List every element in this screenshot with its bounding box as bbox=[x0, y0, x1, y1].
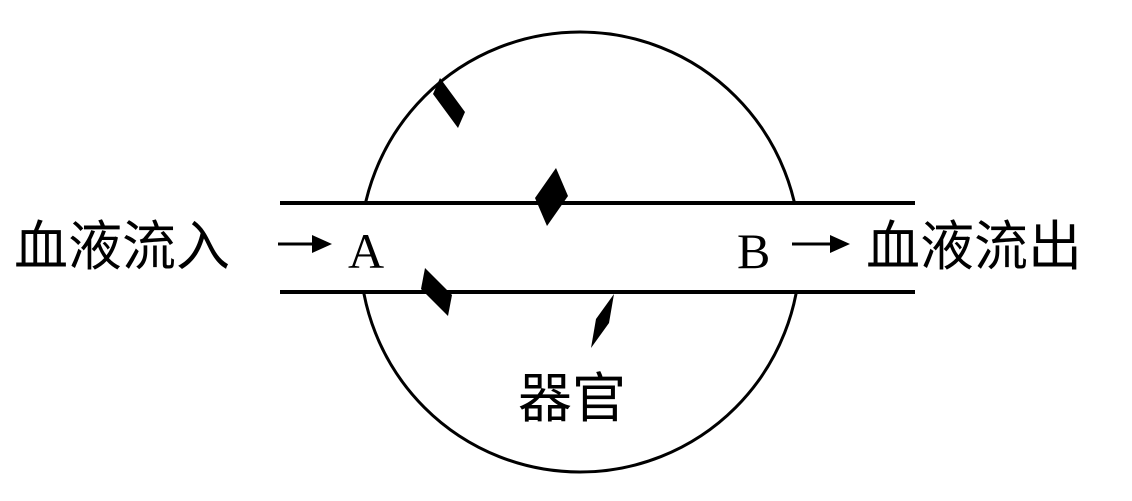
inflow-label: 血液流入 bbox=[14, 215, 230, 278]
particle-lower bbox=[591, 294, 614, 348]
organ-label: 器官 bbox=[518, 367, 626, 430]
particle-crossing-top-wall bbox=[535, 168, 568, 226]
point-a-label: A bbox=[348, 223, 385, 279]
point-b-label: B bbox=[737, 223, 771, 279]
vessel-lumen bbox=[280, 203, 915, 292]
outflow-label: 血液流出 bbox=[866, 215, 1082, 278]
particle-crossing-bottom-wall bbox=[421, 268, 452, 316]
outflow-arrow-head bbox=[830, 235, 850, 253]
particle-upper-left bbox=[433, 78, 465, 128]
inflow-arrow-head bbox=[312, 235, 332, 253]
